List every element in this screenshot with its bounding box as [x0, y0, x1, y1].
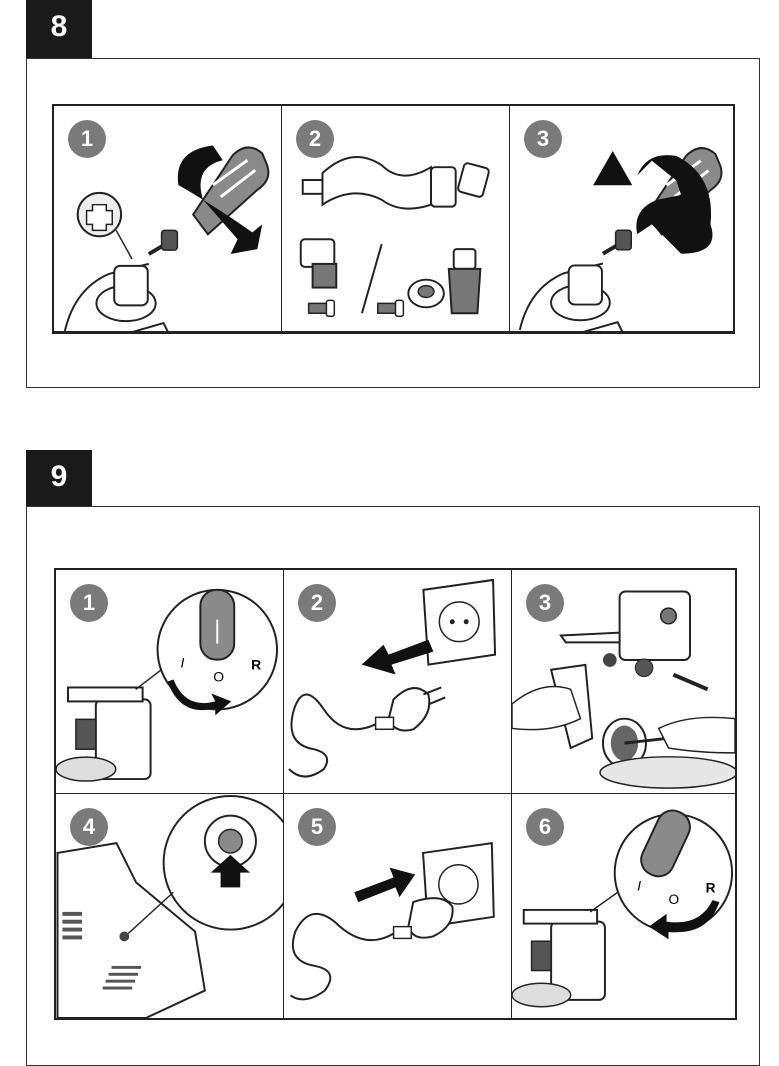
section-9-tab: 9 — [26, 450, 92, 506]
section-9-step-6-panel: 6 I O R — [512, 794, 735, 1018]
unplug-illustration — [284, 570, 511, 793]
switch-reverse-illustration: I O R — [512, 794, 735, 1018]
screw-icon — [149, 230, 178, 254]
plug-icon — [394, 898, 453, 938]
switch-off-illustration: I O R — [56, 570, 283, 793]
svg-text:R: R — [706, 880, 716, 895]
section-9-step-5-panel: 5 — [284, 794, 512, 1018]
section-8-step-3-panel: 3 — [510, 106, 733, 332]
section-9-step-3-panel: 3 — [512, 570, 735, 794]
section-8-number: 8 — [51, 10, 68, 43]
section-8-step-1-panel: 1 — [54, 106, 282, 332]
push-arrow-icon — [354, 868, 415, 902]
section-8-grid: 1 2 — [52, 104, 735, 334]
section-8-tab: 8 — [26, 0, 92, 58]
section-9-step-4-panel: 4 — [56, 794, 284, 1018]
section-8-step-2-panel: 2 — [282, 106, 510, 332]
svg-text:O: O — [668, 892, 679, 907]
svg-text:O: O — [213, 669, 224, 685]
section-9-number: 9 — [51, 460, 68, 493]
wall-socket-icon — [423, 580, 495, 665]
screw-icon — [603, 230, 631, 253]
unscrew-illustration — [54, 106, 281, 331]
reset-button-illustration — [56, 794, 283, 1018]
cleaning-illustration — [512, 570, 735, 793]
section-9-grid: 1 I O R 2 — [54, 568, 737, 1020]
screw-icon — [309, 300, 335, 316]
svg-text:R: R — [251, 657, 261, 673]
svg-text:I: I — [637, 878, 641, 893]
tighten-illustration — [510, 106, 733, 331]
feed-screw-icon — [303, 157, 456, 209]
section-9-step-1-panel: 1 I O R — [56, 570, 284, 794]
plug-in-illustration — [284, 794, 511, 1018]
svg-text:I: I — [180, 655, 184, 671]
push-arrow-icon — [362, 640, 434, 675]
plug-icon — [376, 687, 446, 730]
section-9-step-2-panel: 2 — [284, 570, 512, 794]
screw-icon — [378, 300, 404, 316]
parts-illustration — [282, 106, 509, 331]
